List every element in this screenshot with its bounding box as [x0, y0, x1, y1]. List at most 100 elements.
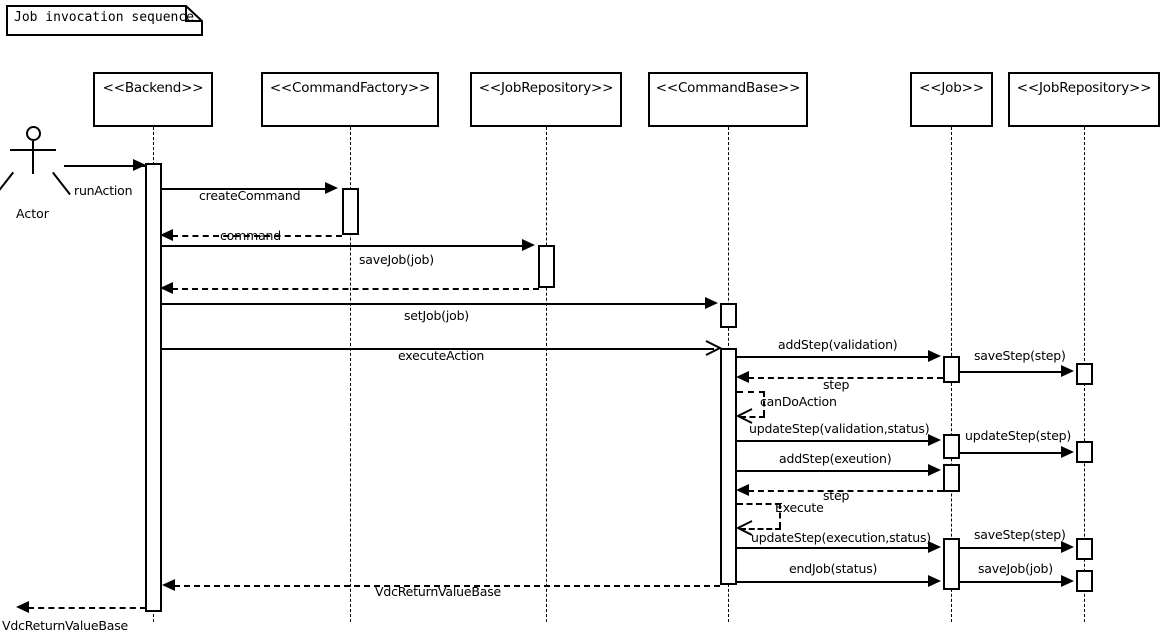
participant-jobrepository-2[interactable]: <<JobRepository>> [1008, 72, 1160, 127]
message-addstep-validation-arrowhead [928, 350, 941, 362]
message-candoaction-seg-bottom [740, 416, 765, 418]
message-step-return-1-line [748, 377, 943, 379]
message-addstep-validation-label: addStep(validation) [778, 337, 898, 352]
message-candoaction-label: canDoAction [760, 394, 837, 409]
message-step-return-2-line [748, 490, 943, 492]
participant-jobrepository-1[interactable]: <<JobRepository>> [470, 72, 622, 127]
participant-commandbase[interactable]: <<CommandBase>> [648, 72, 808, 127]
message-step-return-1-arrowhead [736, 371, 749, 383]
activation-job-4 [943, 538, 960, 590]
message-savejob-return-line [172, 288, 539, 290]
participant-commandbase-label: <<CommandBase>> [655, 80, 801, 96]
actor-label: Actor [16, 206, 49, 221]
participant-commandfactory[interactable]: <<CommandFactory>> [261, 72, 439, 127]
message-savejob-arrowhead [522, 239, 535, 251]
message-command-arrowhead [160, 229, 173, 241]
message-savestep-2-arrowhead [1061, 541, 1074, 553]
message-savejob-2-label: saveJob(job) [978, 561, 1053, 576]
participant-backend-label: <<Backend>> [102, 80, 204, 96]
message-addstep-exeution-label: addStep(exeution) [779, 451, 892, 466]
message-setjob-label: setJob(job) [404, 308, 469, 323]
activation-jobrepo2-3 [1076, 538, 1093, 560]
message-createcommand-label: createCommand [199, 188, 301, 203]
message-updatestep-validation-label: updateStep(validation,status) [749, 421, 930, 436]
message-savejob-return-arrowhead [160, 282, 173, 294]
activation-jobrepo2-4 [1076, 570, 1093, 592]
message-savejob-line [162, 245, 524, 247]
message-vdcreturn-1-line [174, 585, 720, 587]
note-shape-icon [6, 5, 203, 36]
participant-backend[interactable]: <<Backend>> [93, 72, 213, 127]
participant-jobrepository-2-label: <<JobRepository>> [1016, 80, 1152, 96]
message-setjob-arrowhead [705, 297, 718, 309]
activation-job-3 [943, 464, 960, 492]
message-command-label: command [220, 228, 281, 243]
message-updatestep-step-line [960, 452, 1063, 454]
message-execute-seg-bottom [740, 528, 781, 530]
message-executeaction-label: executeAction [398, 348, 485, 363]
activation-jobrepo1 [538, 245, 555, 288]
actor-head-icon [26, 126, 41, 141]
message-updatestep-execution-line [737, 547, 930, 549]
activation-cmdfactory [342, 188, 359, 235]
diagram-title-text: Job invocation sequence [14, 10, 195, 25]
message-savestep-2-line [960, 547, 1063, 549]
message-candoaction-seg-right [763, 391, 765, 416]
message-candoaction-seg-top [737, 391, 765, 393]
message-updatestep-step-arrowhead [1061, 446, 1074, 458]
message-vdcreturn-1-arrowhead [162, 579, 175, 591]
message-savejob-2-line [960, 581, 1063, 583]
lifeline-cmdfactory [350, 127, 351, 622]
message-command-line [172, 235, 342, 237]
activation-job-2 [943, 434, 960, 459]
message-endjob-line [737, 581, 930, 583]
lifeline-jobrepo1 [546, 127, 547, 622]
message-savestep-1-line [960, 371, 1063, 373]
actor-leg-left-icon [0, 171, 14, 196]
message-execute-seg-right [779, 503, 781, 528]
message-runaction-label: runAction [74, 183, 133, 198]
message-savejob-2-arrowhead [1061, 575, 1074, 587]
message-step-return-1-label: step [823, 377, 850, 392]
message-addstep-exeution-arrowhead [928, 464, 941, 476]
message-step-return-2-label: step [823, 488, 850, 503]
activation-jobrepo2-2 [1076, 441, 1093, 463]
message-createcommand-arrowhead [325, 182, 338, 194]
actor-body-icon [32, 141, 34, 174]
message-addstep-exeution-line [737, 470, 930, 472]
message-execute-arrowhead [735, 520, 753, 536]
message-updatestep-validation-line [737, 440, 930, 442]
message-savestep-1-arrowhead [1061, 365, 1074, 377]
message-candoaction-arrowhead [735, 408, 753, 424]
participant-job[interactable]: <<Job>> [910, 72, 993, 127]
activation-job-1 [943, 356, 960, 383]
message-updatestep-validation-arrowhead [928, 434, 941, 446]
actor-leg-right-icon [52, 171, 71, 196]
activation-cmdbase-setjob [720, 303, 737, 328]
message-addstep-validation-line [737, 356, 930, 358]
message-executeaction-arrowhead [705, 340, 723, 356]
message-createcommand-line [162, 188, 327, 190]
activation-cmdbase-execute [720, 348, 737, 585]
message-runaction-line [64, 165, 147, 167]
message-endjob-arrowhead [928, 575, 941, 587]
diagram-title-note: Job invocation sequence [0, 0, 210, 40]
message-updatestep-step-label: updateStep(step) [965, 428, 1072, 443]
participant-jobrepository-1-label: <<JobRepository>> [478, 80, 614, 96]
message-endjob-label: endJob(status) [789, 561, 878, 576]
message-updatestep-execution-label: updateStep(execution,status) [751, 530, 931, 545]
message-vdcreturn-2-arrowhead [16, 601, 29, 613]
message-savestep-1-label: saveStep(step) [974, 348, 1066, 363]
activation-jobrepo2-1 [1076, 363, 1093, 385]
actor-arms-icon [10, 149, 56, 151]
message-step-return-2-arrowhead [736, 484, 749, 496]
activation-backend-main [145, 163, 162, 612]
message-savejob-label: saveJob(job) [359, 252, 434, 267]
message-runaction-arrowhead [133, 159, 146, 171]
message-vdcreturn-2-line [28, 607, 146, 609]
message-execute-label: Execute [775, 500, 824, 515]
message-vdcreturn-1-label: VdcReturnValueBase [375, 584, 502, 599]
message-setjob-line [162, 303, 707, 305]
message-execute-seg-top [737, 503, 781, 505]
